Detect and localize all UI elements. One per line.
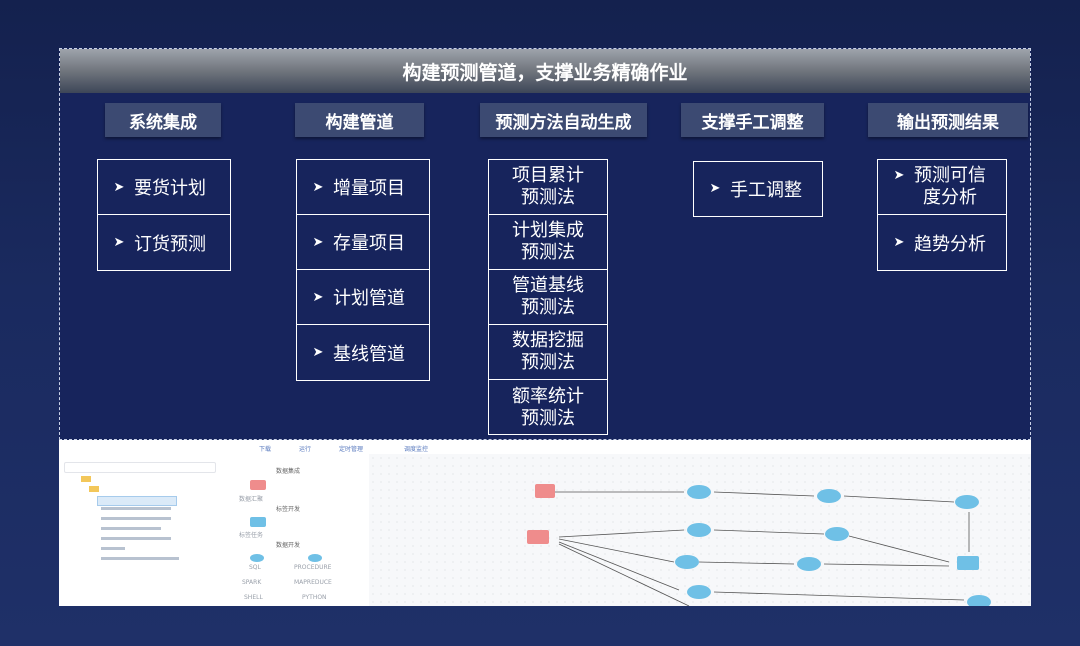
arrow-icon: ➤	[312, 234, 324, 250]
heading-build-pipeline: 构建管道	[295, 103, 424, 137]
heading-manual-adjust: 支撑手工调整	[681, 103, 824, 137]
banner-title: 构建预测管道，支撑业务精确作业	[60, 49, 1030, 93]
workflow-node[interactable]	[687, 485, 711, 499]
toolbar-monitor[interactable]: 调度监控	[404, 446, 429, 453]
box-manual-adjust: ➤手工调整	[693, 161, 823, 217]
arrow-icon: ➤	[312, 345, 324, 360]
arrow-icon: ➤	[893, 235, 905, 250]
arrow-icon: ➤	[893, 168, 905, 183]
workflow-node[interactable]	[687, 585, 711, 599]
tree-search-input[interactable]	[64, 462, 216, 473]
list-item: 额率统计预测法	[512, 385, 584, 429]
list-item: ➤手工调整	[694, 162, 822, 215]
box-build-pipeline: ➤增量项目 ➤存量项目 ➤计划管道 ➤基线管道	[296, 159, 430, 381]
procedure-icon[interactable]	[308, 554, 322, 562]
box-output-results: ➤ 预测可信 度分析 ➤趋势分析	[877, 159, 1007, 271]
tree-item[interactable]	[101, 507, 171, 510]
workflow-node[interactable]	[955, 495, 979, 509]
tree-selected-item[interactable]	[97, 496, 177, 506]
arrow-icon: ➤	[312, 179, 324, 195]
box-auto-methods: 项目累计预测法 计划集成预测法 管道基线预测法 数据挖掘预测法 额率统计预测法	[488, 159, 608, 435]
list-item: ➤订货预测	[98, 215, 230, 270]
tree-item[interactable]	[101, 547, 125, 550]
embedded-screenshot: 数据集成 数据汇聚 标签开发 标签任务 数据开发 SQL PROCEDURE S…	[59, 440, 1031, 606]
tree-item[interactable]	[101, 537, 171, 540]
screenshot-tree-panel	[59, 454, 225, 606]
workflow-graph	[527, 484, 991, 606]
list-item: 项目累计预测法	[489, 160, 607, 215]
palette-section: 数据开发	[276, 542, 301, 549]
list-item: ➤计划管道	[297, 270, 429, 325]
workflow-node[interactable]	[957, 556, 979, 570]
palette-section: 标签开发	[276, 506, 301, 513]
toolbar-run[interactable]: 运行	[299, 446, 312, 453]
tag-task-icon[interactable]	[250, 517, 266, 527]
screenshot-topbar	[59, 440, 1031, 455]
list-item: ➤趋势分析	[878, 215, 1006, 270]
arrow-icon: ➤	[113, 179, 125, 195]
workflow-node[interactable]	[825, 527, 849, 541]
folder-icon	[89, 486, 99, 492]
main-panel: 构建预测管道，支撑业务精确作业 系统集成 ➤要货计划 ➤订货预测 构建管道 ➤增…	[59, 48, 1031, 440]
list-item: ➤要货计划	[98, 160, 230, 215]
toolbar-schedule[interactable]: 定时管理	[339, 446, 364, 453]
workflow-canvas[interactable]	[369, 454, 1031, 606]
arrow-icon: ➤	[312, 289, 324, 305]
tree-item[interactable]	[101, 527, 161, 530]
folder-icon	[81, 476, 91, 482]
workflow-node[interactable]	[687, 523, 711, 537]
data-source-icon[interactable]	[250, 480, 266, 490]
heading-output-results: 输出预测结果	[868, 103, 1028, 137]
list-item: ➤ 预测可信 度分析	[878, 160, 1006, 215]
workflow-node[interactable]	[527, 530, 549, 544]
box-system-integration: ➤要货计划 ➤订货预测	[97, 159, 231, 271]
workflow-node[interactable]	[797, 557, 821, 571]
sql-icon[interactable]	[250, 554, 264, 562]
palette-section: 数据集成	[276, 468, 301, 475]
heading-auto-methods: 预测方法自动生成	[480, 103, 647, 137]
list-item: ➤存量项目	[297, 215, 429, 270]
workflow-node[interactable]	[535, 484, 555, 498]
workflow-node[interactable]	[817, 489, 841, 503]
tree-item[interactable]	[101, 557, 179, 560]
list-item: ➤基线管道	[297, 325, 429, 380]
toolbar-download[interactable]: 下载	[259, 446, 272, 453]
list-item: ➤增量项目	[297, 160, 429, 215]
list-item: 管道基线预测法	[489, 270, 607, 325]
arrow-icon: ➤	[709, 181, 721, 196]
arrow-icon: ➤	[113, 235, 125, 250]
list-item: 数据挖掘预测法	[489, 325, 607, 380]
workflow-node[interactable]	[675, 555, 699, 569]
workflow-node[interactable]	[967, 595, 991, 606]
tree-item[interactable]	[101, 517, 171, 520]
screenshot-palette: 数据集成 数据汇聚 标签开发 标签任务 数据开发 SQL PROCEDURE S…	[224, 454, 370, 606]
heading-system-integration: 系统集成	[105, 103, 221, 137]
list-item: 计划集成预测法	[489, 215, 607, 270]
